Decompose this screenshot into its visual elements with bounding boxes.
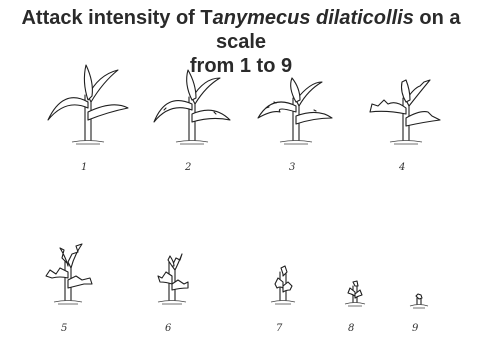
- plant-stage-1: [48, 65, 128, 144]
- scale-label-7: 7: [276, 323, 283, 334]
- plant-stage-7: [271, 266, 295, 304]
- scale-label-5: 5: [61, 323, 67, 334]
- plant-stage-8: [345, 281, 365, 306]
- scale-label-8: 8: [348, 323, 354, 334]
- scale-label-3: 3: [289, 162, 295, 173]
- scale-label-1: 1: [81, 162, 87, 173]
- plant-stage-5: [46, 244, 92, 304]
- plant-stage-6: [158, 254, 188, 304]
- plant-stage-9: [410, 294, 428, 308]
- scale-label-9: 9: [412, 323, 419, 334]
- scale-label-6: 6: [165, 323, 172, 334]
- scale-label-4: 4: [398, 162, 405, 173]
- plant-stage-4: [370, 80, 440, 144]
- scale-label-2: 2: [184, 162, 191, 173]
- plant-stage-2: [154, 70, 230, 144]
- plant-stage-3: [258, 78, 332, 144]
